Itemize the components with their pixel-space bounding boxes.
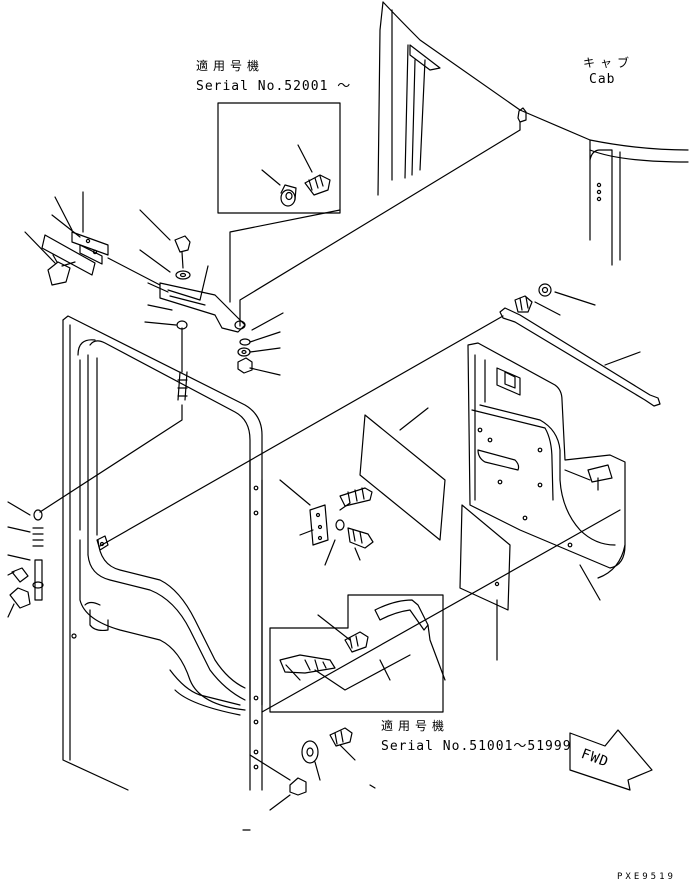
glass-sheets [262, 408, 620, 712]
serial-top-jp-label: 適用号機 [196, 59, 265, 73]
serial-bottom-label: Serial No.51001～51999 [381, 739, 572, 754]
cab-label: Cab [589, 72, 616, 87]
serial-bottom-jp-label: 適用号機 [381, 719, 450, 733]
fwd-arrow-icon [570, 730, 652, 790]
door [40, 316, 503, 790]
cab-jp-label: キャブ [583, 56, 635, 70]
inset-box-top [218, 103, 340, 213]
cab-frame [378, 2, 688, 265]
drawing-code: PXE9519 [617, 872, 676, 882]
inset-box-bottom [270, 595, 445, 712]
stay-rod [500, 284, 660, 406]
lock-parts [8, 502, 43, 617]
lower-parts [243, 728, 375, 830]
inner-panel [468, 343, 640, 600]
center-bracket [280, 480, 373, 565]
hinge-assembly [25, 130, 520, 375]
serial-top-label: Serial No.52001 ～ [196, 79, 352, 94]
